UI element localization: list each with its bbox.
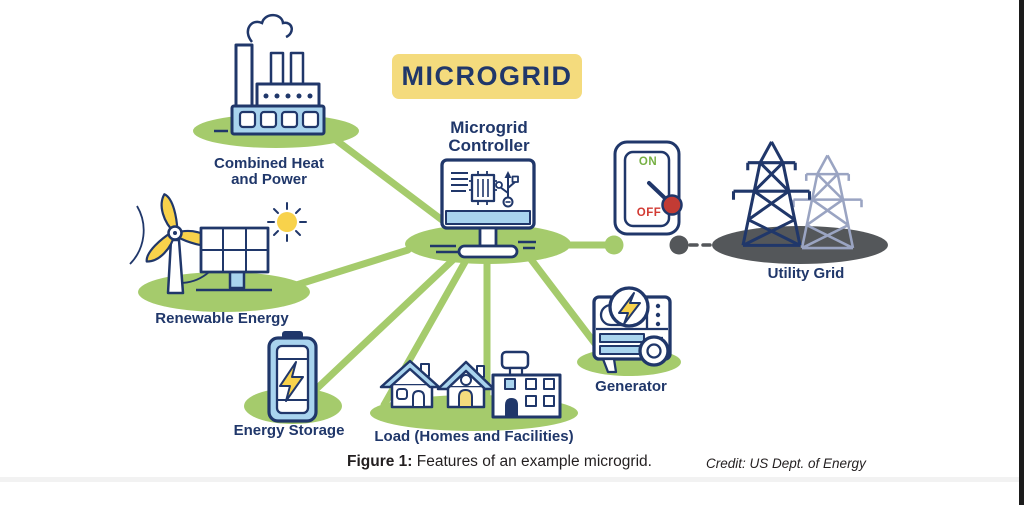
credit-text: Credit: US Dept. of Energy: [706, 456, 866, 471]
line-controller-storage: [306, 254, 459, 399]
load-label: Load (Homes and Facilities): [374, 428, 574, 445]
line-controller-chp: [316, 124, 466, 239]
transmission-tower-back-icon: [792, 154, 863, 250]
controller-label: Microgrid Controller: [448, 119, 529, 155]
utility-label: Utility Grid: [767, 265, 845, 282]
screen-edge-bar: [1019, 0, 1024, 505]
chip-icon: [469, 171, 497, 205]
solar-panel-icon: [196, 226, 272, 292]
house-icon: [379, 359, 441, 409]
storage-label: Energy Storage: [233, 422, 345, 439]
breaker-switch-icon: [613, 140, 683, 236]
figure-caption-text: Features of an example microgrid.: [416, 453, 652, 470]
figure-caption-prefix: Figure 1:: [347, 453, 413, 470]
generator-icon: [592, 286, 672, 374]
page-edge-shadow: [0, 477, 1019, 482]
grid-connect-dot-green: [604, 235, 624, 255]
controller-label-line2: Controller: [448, 136, 530, 155]
generator-label: Generator: [595, 378, 667, 395]
switch-knob: [661, 194, 683, 216]
renewable-platform: [138, 272, 310, 312]
grid-connect-dot-dark: [669, 235, 689, 255]
chp-label-line2: and Power: [231, 171, 307, 188]
chp-label: Combined Heat and Power: [214, 156, 324, 188]
renewable-energy-icon: [129, 193, 307, 295]
switch-on-label: ON: [638, 156, 658, 168]
connection-lines: [286, 124, 725, 410]
utility-grid-icon: [731, 141, 863, 250]
controller-monitor-icon: [440, 158, 536, 259]
ground-dashes: [430, 240, 536, 254]
factory-icon: [214, 13, 326, 136]
battery-icon: [267, 331, 318, 423]
transmission-tower-front-icon: [731, 141, 812, 247]
sun-icon: [267, 202, 307, 242]
diagram-title: MICROGRID: [392, 54, 582, 99]
renewable-label: Renewable Energy: [155, 310, 289, 327]
load-icon: [379, 350, 562, 419]
controller-label-line1: Microgrid: [450, 118, 528, 137]
line-controller-renewable: [286, 246, 412, 291]
figure-caption: Figure 1: Features of an example microgr…: [347, 453, 652, 471]
usb-icon: [495, 171, 519, 208]
switch-off-label: OFF: [636, 207, 662, 219]
chp-label-line1: Combined Heat: [213, 155, 325, 172]
building-icon: [491, 350, 562, 419]
house-icon: [436, 360, 496, 409]
